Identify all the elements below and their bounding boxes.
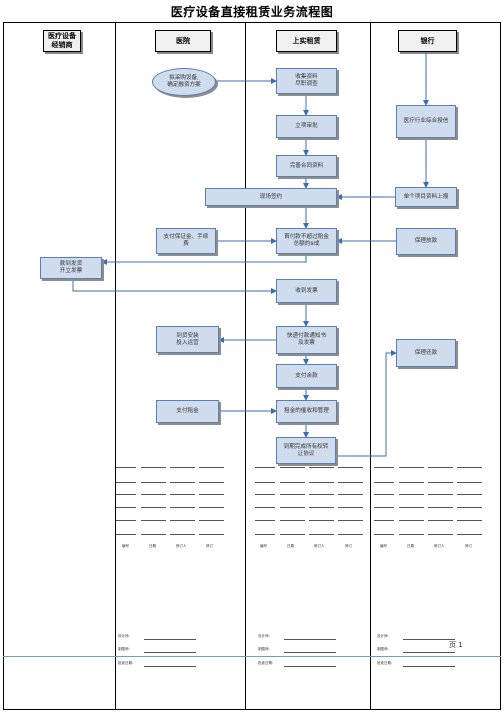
col-label-number: 编号	[122, 544, 129, 548]
col-label-date: 日期	[287, 544, 294, 548]
node-ownership-transfer: 到期完成所有权转 让协议	[276, 437, 336, 464]
node-credit: 医疗行业综合授信	[396, 105, 456, 138]
node-contract: 完善合同资料	[276, 155, 337, 177]
page-footer-rule	[3, 656, 501, 657]
sig-label-designer: 设计师:	[118, 634, 130, 638]
sig-line	[144, 652, 196, 653]
lane-header-bank: 银行	[398, 30, 457, 52]
node-install: 到货安装 投入运营	[156, 326, 219, 353]
node-report: 单个项目资料上报	[395, 187, 457, 207]
col-label-reviser: 修订人	[434, 544, 445, 548]
node-first-payment: 首付款不超过租金 总额的$成	[276, 228, 337, 254]
node-receive-invoice: 收到发票	[276, 279, 337, 303]
col-label-date: 日期	[149, 544, 156, 548]
node-collect-data: 收集资料 尽职调查	[276, 68, 337, 94]
page-number: 页 1	[449, 641, 463, 649]
sig-line	[403, 639, 455, 640]
sig-label-designer: 设计师:	[258, 634, 270, 638]
diagram-frame	[3, 22, 501, 710]
col-label-revision: 修订	[345, 544, 352, 548]
node-pay-deposit: 支付保证金、手续 费	[156, 228, 216, 254]
col-label-date: 日期	[407, 544, 414, 548]
node-factoring-loan: 保理放款	[396, 228, 456, 255]
lane-header-hospital: 医院	[155, 30, 211, 52]
arrow-dealer-to-invoice	[72, 279, 277, 294]
node-onsite-signing: 现场签约	[205, 188, 337, 206]
sig-label-approval-date: 批准日期:	[118, 661, 134, 665]
lane-divider	[245, 22, 246, 710]
node-notify: 快递付款通知书 及发票	[276, 326, 337, 354]
col-label-number: 编号	[380, 544, 387, 548]
sig-line	[284, 652, 336, 653]
arrow-transfer-to-repay	[336, 350, 397, 457]
sig-line	[284, 666, 336, 667]
sig-line	[403, 652, 455, 653]
col-label-revision: 修订	[206, 544, 213, 548]
node-ship-invoice: 款到发货 开立发票	[40, 257, 102, 279]
node-pay-rent: 支付租金	[156, 400, 219, 423]
col-label-number: 编号	[260, 544, 267, 548]
node-start: 拟采购设备, 确定融资方案	[152, 68, 216, 96]
lane-header-lessor: 上实租赁	[276, 30, 337, 52]
sig-label-approval-date: 批准日期:	[377, 661, 393, 665]
node-factoring-repay: 保理还款	[396, 339, 456, 367]
col-label-reviser: 修订人	[314, 544, 325, 548]
sig-label-drafter: 制图师:	[118, 647, 130, 651]
page-title: 医疗设备直接租赁业务流程图	[170, 5, 334, 19]
sig-line	[144, 666, 196, 667]
node-rent-management: 租金的催收和管理	[276, 400, 337, 423]
lane-divider	[115, 22, 116, 710]
sig-line	[284, 639, 336, 640]
sig-label-drafter: 制图师:	[258, 647, 270, 651]
arrow-firstpay-to-dealer	[101, 254, 307, 265]
sig-line	[403, 666, 455, 667]
sig-label-designer: 设计师:	[377, 634, 389, 638]
sig-label-drafter: 制图师:	[377, 647, 389, 651]
lane-divider	[370, 22, 371, 710]
node-pay-balance: 支付余款	[276, 364, 337, 388]
col-label-revision: 修订	[465, 544, 472, 548]
sig-label-approval-date: 批准日期:	[258, 661, 274, 665]
sig-line	[144, 639, 196, 640]
col-label-reviser: 修订人	[176, 544, 187, 548]
node-approval: 立项审批	[276, 115, 337, 138]
lane-header-dealer: 医疗设备 经销商	[43, 30, 81, 52]
